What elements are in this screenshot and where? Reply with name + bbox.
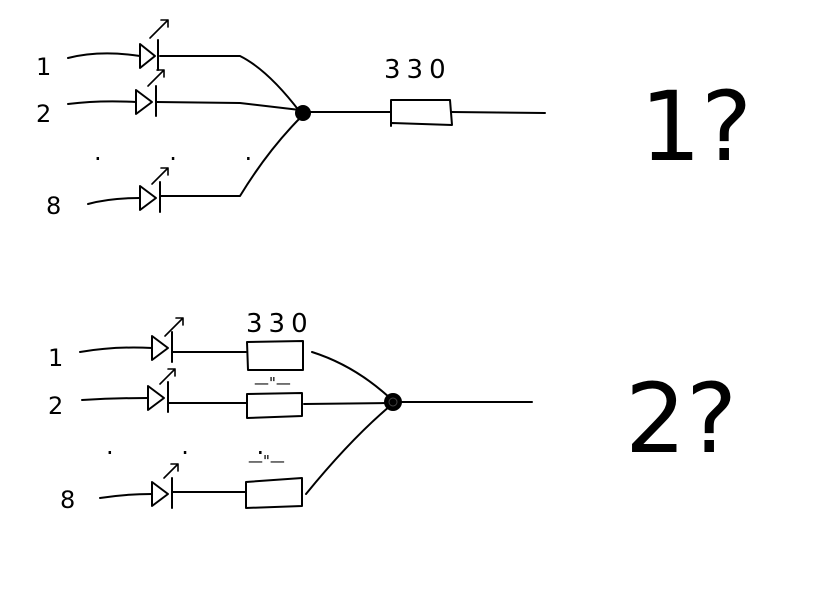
variant-2-marker: 2? <box>625 363 737 475</box>
v1-row-1-wire-out <box>159 55 301 113</box>
v1-row-2-wire-in <box>67 100 137 105</box>
resistor-icon <box>246 340 304 371</box>
v1-input-1-label: 1 <box>36 53 51 81</box>
v2-row-8-resistor-label: —"— <box>248 452 285 470</box>
v2-row-1-resistor-label: 330 <box>246 309 314 339</box>
v1-junction-node <box>295 105 311 121</box>
v2-ellipsis: . . . <box>106 432 294 460</box>
v1-row-2-wire-out <box>155 101 301 111</box>
resistor-icon <box>246 392 303 419</box>
variant-2-schematic: 1 2 8 . . . 330 <box>48 309 533 514</box>
v1-ellipsis: . . . <box>94 138 282 166</box>
v1-input-2-label: 2 <box>36 100 51 128</box>
resistor-icon <box>245 477 303 509</box>
v2-row-2-wire-in <box>81 397 149 401</box>
v2-row-1: 330 <box>79 309 393 401</box>
v1-resistor-value: 330 <box>384 55 452 85</box>
led-icon <box>135 69 165 117</box>
v1-row-1 <box>67 19 301 113</box>
led-icon <box>139 167 169 213</box>
v2-row-2: —"— <box>81 368 389 419</box>
variant-1-marker: 1? <box>640 71 752 183</box>
v1-row-1-wire-in <box>67 52 141 59</box>
led-icon <box>139 19 169 71</box>
v2-row-1-wire-in <box>79 346 153 353</box>
v2-row-2-resistor-label: —"— <box>254 374 291 392</box>
v1-row-8-wire-out <box>159 115 303 197</box>
v1-row-2 <box>67 69 301 117</box>
v2-row-8-wire-out <box>305 405 391 495</box>
led-icon <box>151 463 179 509</box>
v1-row-8-wire-in <box>87 197 141 205</box>
led-icon <box>151 317 184 363</box>
resistor-icon <box>390 99 453 127</box>
v1-row-8 <box>87 115 303 213</box>
v2-row-8-wire-in <box>99 493 153 499</box>
v1-input-8-label: 8 <box>46 192 61 220</box>
v2-input-1-label: 1 <box>48 344 63 372</box>
v2-input-8-label: 8 <box>60 486 75 514</box>
v2-junction-highlight <box>388 397 398 407</box>
led-icon <box>147 368 176 413</box>
v2-input-2-label: 2 <box>48 392 63 420</box>
v2-junction-node <box>384 393 402 411</box>
v2-row-1-wire-out <box>311 351 393 401</box>
v2-row-2-wire-out <box>303 402 389 405</box>
v1-output-wire-end <box>450 111 546 114</box>
v2-row-8: —"— <box>99 405 391 509</box>
variant-1-schematic: 1 2 8 . . . <box>36 19 546 220</box>
